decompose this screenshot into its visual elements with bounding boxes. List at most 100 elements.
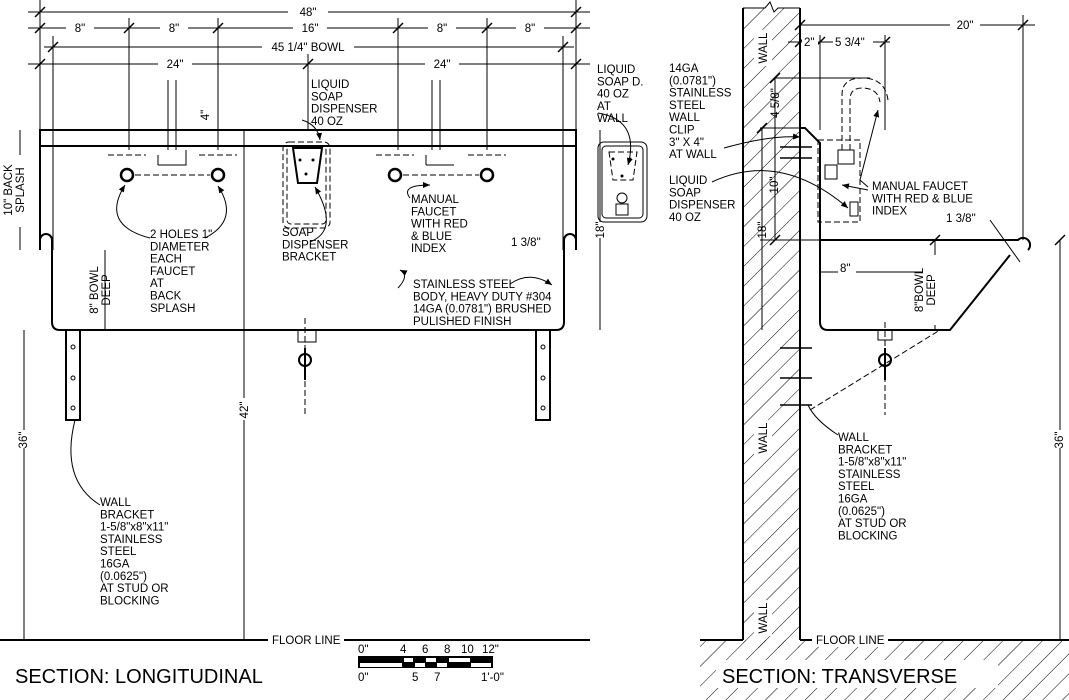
label-line: WALL — [669, 112, 700, 124]
label-line: DIAMETER — [150, 241, 209, 253]
soap-dispenser — [282, 141, 331, 229]
label-line: WALL — [597, 113, 628, 125]
transverse-sink — [780, 77, 1032, 415]
label-line: DEEP — [101, 274, 113, 306]
dim-seg1: 8" — [75, 23, 85, 35]
transverse-leaders — [711, 109, 880, 436]
dim-seg2: 8" — [169, 23, 179, 35]
wall-soap-dispenser — [597, 141, 648, 223]
label-line: SPLASH — [15, 167, 27, 212]
dim-depth: 20" — [957, 20, 974, 32]
label-line: SOAP — [669, 187, 701, 199]
label-line: 1-5/8"x8"x11" — [838, 457, 906, 469]
label-line: 16GA — [100, 559, 130, 571]
scale-bottom-0: 0" — [358, 672, 368, 684]
transverse-section: SECTION: TRANSVERSE FLOOR LINE WALL WALL… — [669, 1, 1069, 700]
dim-eighteen-t: 18" — [757, 222, 769, 239]
label-line: MANUAL — [411, 194, 460, 206]
longitudinal-section: 48" 8" 8" 16" 8" 8" 45 1/4" BOWL 24" 24"… — [0, 0, 648, 688]
label-line: INDEX — [872, 206, 907, 218]
floor-line-label: FLOOR LINE — [272, 635, 341, 647]
dim-rim-t: 1 3/8" — [946, 213, 976, 225]
faucets — [108, 80, 506, 183]
label-line: WALL — [100, 497, 131, 509]
scale-bottom-7: 7 — [434, 672, 440, 684]
dim-bowl-deep-t: 8"BOWLDEEP — [914, 267, 938, 312]
label-line: FAUCET — [411, 206, 456, 218]
label-line: LIQUID — [311, 79, 349, 91]
dim-four: 4" — [200, 110, 212, 120]
label-line: STEEL — [669, 100, 706, 112]
leg-left — [65, 329, 81, 421]
label-line: STAINLESS — [100, 534, 163, 546]
section-title-longitudinal: SECTION: LONGITUDINAL — [15, 666, 263, 688]
label-line: DISPENSER — [311, 104, 377, 116]
transverse-dimensions: 20" 2" 5 3/4" 4 5/8" 10" 18" 8" 8"BOWLDE… — [756, 15, 1068, 640]
dimension-lines: 48" 8" 8" 16" 8" 8" 45 1/4" BOWL 24" 24"… — [3, 0, 608, 640]
dim-bowl: 45 1/4" BOWL — [271, 42, 345, 54]
label-line: 16GA — [838, 494, 868, 506]
scale-top-12: 12" — [482, 644, 499, 656]
leg-right — [535, 329, 551, 421]
dim-42: 42" — [239, 402, 251, 419]
label-line: (0.0781") — [669, 75, 716, 87]
dim-half-left: 24" — [167, 59, 184, 71]
label-line: FAUCET — [150, 266, 195, 278]
label-line: AT — [150, 278, 164, 290]
dim-two: 2" — [804, 37, 814, 49]
floor-line-label-transverse: FLOOR LINE — [816, 635, 885, 647]
scale-bar: 0" 4 6 8 10 12" 0" 5 7 1'-0" — [358, 644, 504, 684]
label-line: AT WALL — [669, 149, 717, 161]
dim-bowl-deep: 8" BOWLDEEP — [89, 266, 113, 314]
sink-body — [39, 129, 577, 421]
scale-bottom-1ft: 1'-0" — [481, 672, 504, 684]
label-line: LIQUID — [597, 64, 635, 76]
dim-36-t: 36" — [1054, 432, 1066, 449]
dim-eighteen: 18" — [595, 222, 607, 239]
label-line: 14GA (0.0781") BRUSHED — [413, 304, 551, 316]
dim-back-splash: 10" BACKSPLASH — [3, 164, 27, 216]
scale-top-6: 6 — [422, 644, 428, 656]
label-line: DEEP — [926, 274, 938, 306]
label-line: BACK — [150, 291, 182, 303]
label-line: (0.0625") — [838, 506, 885, 518]
label-line: EACH — [150, 254, 182, 266]
label-line: BODY, HEAVY DUTY #304 — [413, 291, 552, 303]
dim-half-right: 24" — [434, 59, 451, 71]
label-line: STEEL — [838, 481, 875, 493]
label-line: 8" BOWL — [89, 266, 101, 314]
label-line: SPLASH — [150, 303, 195, 315]
label-line: PULISHED FINISH — [413, 316, 511, 328]
label-line: BRACKET — [282, 252, 336, 264]
label-line: WITH RED & BLUE — [872, 193, 973, 205]
label-line: SOAP D. — [597, 76, 643, 88]
label-line: 40 OZ — [311, 116, 343, 128]
dim-ten: 10" — [769, 177, 781, 194]
section-title-transverse: SECTION: TRANSVERSE — [722, 666, 957, 688]
wall-label-bottom: WALL — [758, 602, 770, 633]
centerline-icon-t — [878, 348, 892, 380]
label-line: INDEX — [411, 243, 446, 255]
label-line: 40 OZ — [597, 89, 629, 101]
wall — [743, 8, 800, 648]
scale-top-0: 0" — [358, 644, 368, 656]
label-line: AT STUD OR — [100, 583, 169, 595]
leaders — [70, 112, 633, 506]
centerline-icon — [298, 348, 312, 380]
label-line: (0.0625") — [100, 571, 147, 583]
label-line: AT STUD OR — [838, 518, 907, 530]
dim-36: 36" — [18, 432, 30, 449]
label-line: STAINLESS — [838, 469, 901, 481]
label-line: SOAP — [311, 91, 343, 103]
label-line: DISPENSER — [282, 239, 348, 251]
